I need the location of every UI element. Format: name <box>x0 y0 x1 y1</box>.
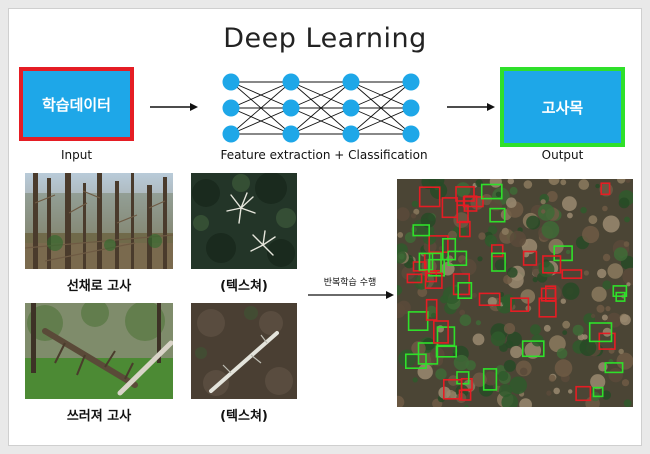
nn-node <box>402 99 420 117</box>
detection-box <box>491 252 506 272</box>
detection-box <box>455 186 475 202</box>
detection-box <box>428 235 449 254</box>
fallen-dead-tree-photo <box>25 303 173 399</box>
detection-box <box>417 342 439 365</box>
detection-box <box>452 273 470 296</box>
detection-box <box>457 282 473 300</box>
detection-box <box>553 245 573 262</box>
nn-node <box>282 73 300 91</box>
detection-box <box>406 273 423 284</box>
standing-dead-label: 선채로 고사 <box>66 279 132 294</box>
detection-box <box>412 224 431 237</box>
detection-box <box>405 353 427 370</box>
diagram-frame: Deep Learning 학습데이터 Input Feature extrac… <box>8 8 642 446</box>
detection-box <box>441 197 458 219</box>
detection-box <box>432 320 449 344</box>
nn-node <box>402 73 420 91</box>
nn-node <box>402 125 420 143</box>
detection-box <box>407 311 429 331</box>
detection-box <box>561 269 583 279</box>
detection-box <box>575 385 592 402</box>
output-box-label: 고사목 <box>541 98 584 117</box>
detection-box <box>510 297 530 312</box>
fallen-dead-label: 쓰러져 고사 <box>66 409 132 424</box>
detection-box <box>522 250 538 266</box>
right-arrow-icon <box>150 103 198 111</box>
nn-node <box>342 99 360 117</box>
output-caption: Output <box>541 148 584 162</box>
nn-node <box>282 125 300 143</box>
nn-node <box>222 125 240 143</box>
standing-dead-tree-photo <box>25 173 173 269</box>
nn-node <box>222 99 240 117</box>
input-box: 학습데이터 <box>19 67 134 141</box>
detection-box <box>521 340 545 358</box>
detection-box <box>441 237 457 261</box>
detection-box <box>458 220 471 238</box>
nn-node <box>222 73 240 91</box>
detection-box <box>418 186 441 208</box>
detection-box <box>491 244 504 258</box>
input-caption: Input <box>60 148 93 162</box>
texture-label-2: (텍스쳐) <box>220 409 268 424</box>
detection-box <box>442 379 463 400</box>
detection-box <box>604 362 624 374</box>
detection-box <box>436 326 456 347</box>
texture-label-1: (텍스쳐) <box>220 279 268 294</box>
detection-box <box>428 258 445 277</box>
detection-box <box>456 371 470 385</box>
detection-box <box>482 368 498 391</box>
detection-box <box>542 255 562 274</box>
detection-box <box>588 322 613 343</box>
detection-box <box>592 386 604 398</box>
output-box: 고사목 <box>500 67 625 147</box>
detection-box <box>600 182 611 196</box>
detection-box <box>478 292 501 307</box>
fallen-dead-texture <box>191 303 297 399</box>
detection-box <box>463 195 478 212</box>
detection-box <box>418 252 434 271</box>
detection-result-image <box>397 179 633 407</box>
detection-box <box>489 207 506 223</box>
input-box-label: 학습데이터 <box>41 95 111 114</box>
right-arrow-icon <box>308 291 394 299</box>
detection-box <box>425 298 438 321</box>
detection-box <box>480 183 503 200</box>
standing-dead-texture <box>191 173 297 269</box>
detection-box <box>545 285 557 302</box>
detection-box <box>447 250 468 267</box>
detection-box <box>435 345 458 358</box>
detection-box <box>612 285 628 298</box>
diagram-title: Deep Learning <box>223 23 427 54</box>
nn-node <box>342 125 360 143</box>
training-label: 반복학습 수행 <box>323 278 377 288</box>
process-caption: Feature extraction + Classification <box>220 148 428 162</box>
nn-node <box>342 73 360 91</box>
detection-box <box>424 272 443 290</box>
right-arrow-icon <box>447 103 495 111</box>
neural-network-icon <box>222 73 420 143</box>
detection-box <box>538 297 557 318</box>
nn-node <box>282 99 300 117</box>
